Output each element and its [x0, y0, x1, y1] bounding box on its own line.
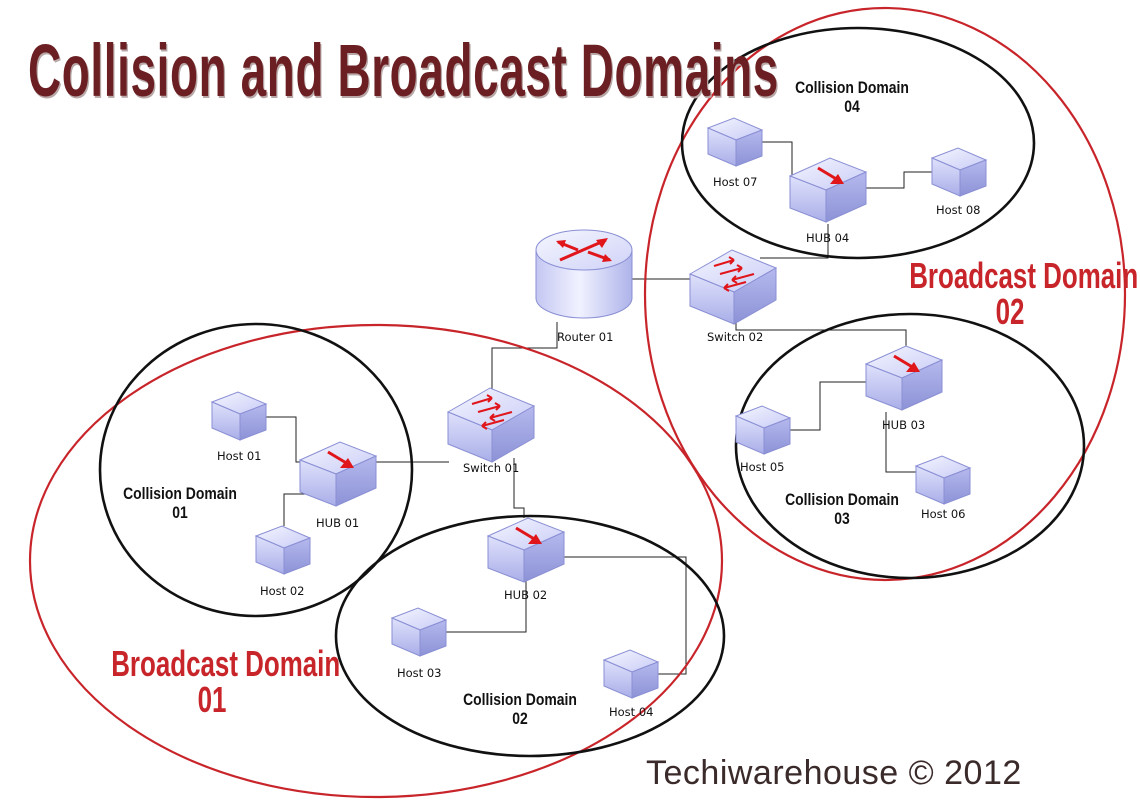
page-title: Collision and Broadcast Domains [28, 29, 779, 112]
link-host7-hub4 [762, 141, 793, 178]
host-01-icon [210, 391, 268, 441]
host-05-label: Host 05 [740, 460, 785, 474]
host-03-label: Host 03 [397, 666, 442, 680]
switch-01-icon [446, 387, 536, 463]
collision-domain-02-title: Collision Domain [463, 690, 577, 709]
host-08-icon [930, 147, 988, 197]
broadcast-domain-01-number: 01 [197, 679, 227, 720]
switch-01-label: Switch 01 [463, 461, 520, 475]
collision-domain-02-number: 02 [512, 709, 528, 728]
broadcast-domain-02-outline [643, 6, 1127, 582]
router-icon [535, 229, 633, 319]
connections [266, 141, 934, 675]
collision-domain-04-outline [680, 26, 1036, 260]
broadcast-domain-02-label: Broadcast Domain 02 [909, 255, 1139, 332]
collision-domain-04-title: Collision Domain [795, 78, 909, 97]
host-02-label: Host 02 [260, 584, 305, 598]
collision-domain-04-number: 04 [844, 97, 860, 116]
broadcast-domain-01-label: Broadcast Domain 01 [111, 643, 341, 720]
hub-02-label: HUB 02 [504, 588, 548, 602]
collision-domain-01-number: 01 [172, 503, 188, 522]
hub-04-label: HUB 04 [806, 231, 850, 245]
collision-domain-03-title: Collision Domain [785, 490, 899, 509]
host-02-icon [254, 525, 312, 575]
host-04-label: Host 04 [609, 705, 654, 719]
hub-04-icon [788, 157, 868, 223]
hub-01-label: HUB 01 [316, 516, 360, 530]
router-01-label: Router 01 [557, 330, 614, 344]
collision-domain-03-label: Collision Domain 03 [785, 490, 900, 528]
broadcast-domain-01-title: Broadcast Domain [111, 643, 341, 684]
switch-02-icon [688, 249, 778, 325]
hub-01-icon [298, 441, 378, 507]
host-04-icon [602, 649, 660, 699]
host-06-label: Host 06 [921, 507, 966, 521]
link-host3-hub2 [446, 580, 527, 633]
switch-02-label: Switch 02 [707, 330, 764, 344]
hub-03-label: HUB 03 [882, 418, 926, 432]
collision-domain-04-label: Collision Domain 04 [795, 78, 910, 116]
collision-domain-03-number: 03 [834, 509, 850, 528]
link-hub2-host4 [562, 556, 687, 675]
collision-domain-01-label: Collision Domain 01 [123, 484, 238, 522]
hub-03-icon [864, 345, 944, 411]
link-switch1-router [491, 322, 558, 404]
hub-02-icon [486, 517, 566, 583]
host-01-label: Host 01 [217, 449, 262, 463]
link-hub3-host6 [885, 412, 918, 473]
collision-domain-02-outline [334, 514, 726, 758]
collision-domain-01-outline [98, 322, 414, 618]
link-switch2-hub3 [735, 320, 907, 346]
host-07-label: Host 07 [713, 175, 758, 189]
broadcast-domain-02-number: 02 [995, 291, 1025, 332]
host-06-icon [914, 455, 972, 505]
link-host1-hub1 [266, 416, 304, 463]
broadcast-domain-02-title: Broadcast Domain [909, 255, 1139, 296]
host-07-icon [706, 117, 764, 167]
collision-domain-02-label: Collision Domain 02 [463, 690, 578, 728]
link-hub1-host2 [283, 493, 306, 526]
link-switch1-hub2 [513, 458, 525, 518]
host-05-icon [734, 405, 792, 455]
link-switch2-hub4 [760, 224, 829, 259]
link-hub4-host8 [864, 171, 934, 189]
link-host5-hub3 [788, 381, 868, 431]
copyright-credit: Techiwarehouse © 2012 [646, 754, 1022, 792]
host-03-icon [390, 607, 448, 657]
broadcast-domain-01-outline [28, 323, 724, 799]
host-08-label: Host 08 [936, 203, 981, 217]
collision-domain-03-outline [734, 312, 1086, 580]
collision-domain-01-title: Collision Domain [123, 484, 237, 503]
